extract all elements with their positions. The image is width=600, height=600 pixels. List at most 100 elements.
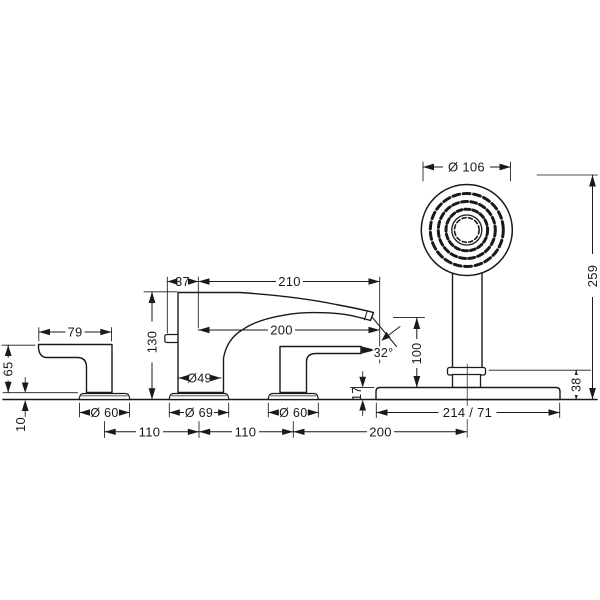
arrowhead: [589, 388, 596, 400]
arrowhead: [368, 326, 380, 334]
label-backing: [184, 406, 214, 419]
label-spout-diameter: Ø49: [187, 372, 212, 386]
left-handle-escutcheon: [78, 392, 131, 401]
dim-spout-back-offset: 37: [166, 275, 199, 334]
spray-ring-middle: [436, 200, 497, 260]
shower-base-plate: [375, 386, 561, 401]
label-spout-reach: 200: [270, 323, 293, 338]
arrowhead: [79, 409, 90, 416]
angle-annotation: 32°: [371, 316, 401, 360]
dim-holder-height: 38: [488, 369, 591, 400]
label-backing: [438, 406, 497, 419]
dim-left-base-diameter: Ø 60: [79, 402, 130, 420]
label-backing: [1, 357, 15, 381]
label-backing: [136, 425, 163, 439]
dim-plate-height: 17: [350, 371, 375, 416]
label-spout-base-diameter: Ø 69: [185, 406, 213, 420]
arrowhead: [499, 163, 511, 171]
hand-shower: [420, 183, 514, 369]
dim-spout-reach: 200: [197, 323, 381, 338]
label-backing: [276, 275, 303, 288]
arrowhead: [167, 278, 178, 285]
dim-right-base-diameter: Ø 60: [267, 402, 319, 420]
spout-escutcheon: [168, 392, 230, 401]
stream-angle-line: [371, 316, 397, 347]
angle-arrow-tail: [387, 326, 401, 337]
right-handle-escutcheon: [267, 392, 320, 401]
arrowhead: [413, 376, 421, 388]
right-handle-lever: [279, 345, 362, 394]
arrowhead: [148, 291, 156, 303]
label-backing: [187, 371, 212, 385]
dim-handle-height: 65: [1, 344, 78, 394]
label-backing: [232, 425, 259, 439]
arrowhead: [148, 388, 156, 400]
dim-spout-base-diameter: Ø 69: [168, 402, 230, 420]
arrowhead: [199, 428, 211, 435]
arrowhead: [293, 428, 305, 435]
dimension-annotations: Ø 106 259 37 210: [1, 160, 600, 440]
arrowhead: [119, 409, 130, 416]
label-backing: [443, 160, 490, 174]
dim-height-overall: 259: [536, 174, 600, 400]
arrowhead: [104, 428, 116, 435]
label-backing: [89, 406, 120, 419]
label-spacing-left: 110: [139, 424, 161, 439]
arrowhead: [376, 409, 388, 416]
label-backing: [65, 325, 85, 339]
label-backing: [268, 323, 295, 337]
arrowhead: [188, 278, 199, 285]
dim-spout-diameter: Ø49: [178, 371, 222, 386]
spray-center-circle: [451, 214, 483, 246]
right-handle: [267, 345, 376, 401]
label-plate-size: 214 / 71: [443, 405, 492, 420]
label-handle-length: 79: [67, 325, 82, 340]
arrowhead: [359, 399, 367, 411]
arrowhead: [359, 376, 367, 388]
right-handle-lever-tip: [361, 346, 376, 354]
label-backing: [585, 254, 600, 297]
arrowhead: [198, 278, 210, 285]
label-backing: [174, 275, 191, 288]
arrowhead: [455, 428, 467, 435]
arrowhead: [4, 381, 12, 393]
label-handle-height: 65: [1, 361, 16, 376]
label-spacing-shower: 200: [369, 424, 392, 439]
spray-ring-inner: [444, 207, 490, 253]
label-holder-height: 38: [569, 377, 583, 392]
label-backing: [367, 425, 394, 439]
arrowhead: [368, 278, 380, 285]
arrowhead: [4, 345, 12, 356]
label-base-height: 10: [13, 417, 28, 432]
label-spout-reach-overall: 210: [278, 274, 301, 289]
arrowhead: [21, 399, 29, 411]
label-shower-rest-height: 100: [410, 343, 424, 365]
arrowhead: [548, 409, 560, 416]
dim-hole-spacing-row: 110 110 200: [104, 421, 468, 439]
spray-ring-outer: [428, 192, 505, 268]
label-backing: [145, 321, 159, 363]
arrowhead: [38, 328, 50, 336]
label-backing: [410, 339, 424, 368]
dim-spout-reach-overall: 210: [197, 274, 381, 364]
dim-shower-rest-height: 100: [393, 317, 425, 388]
arrowhead: [210, 374, 221, 382]
arrowhead: [169, 409, 180, 416]
arrowhead: [282, 428, 294, 435]
dim-head-diameter: Ø 106: [422, 160, 511, 182]
arrowhead: [413, 317, 421, 329]
arrowhead: [218, 409, 229, 416]
label-backing: [278, 406, 309, 419]
spout-diverter-nub: [164, 333, 179, 344]
arrowhead: [178, 374, 189, 382]
arrowhead: [381, 331, 391, 341]
hand-shower-handle-rod: [451, 267, 483, 369]
label-backing: [569, 375, 583, 395]
left-handle-lever: [37, 343, 113, 394]
arrowhead: [100, 328, 112, 336]
dim-spout-height: 130: [143, 291, 178, 400]
arrowhead: [187, 428, 199, 435]
dim-handle-length: 79: [38, 325, 112, 342]
label-head-diameter: Ø 106: [448, 160, 485, 175]
